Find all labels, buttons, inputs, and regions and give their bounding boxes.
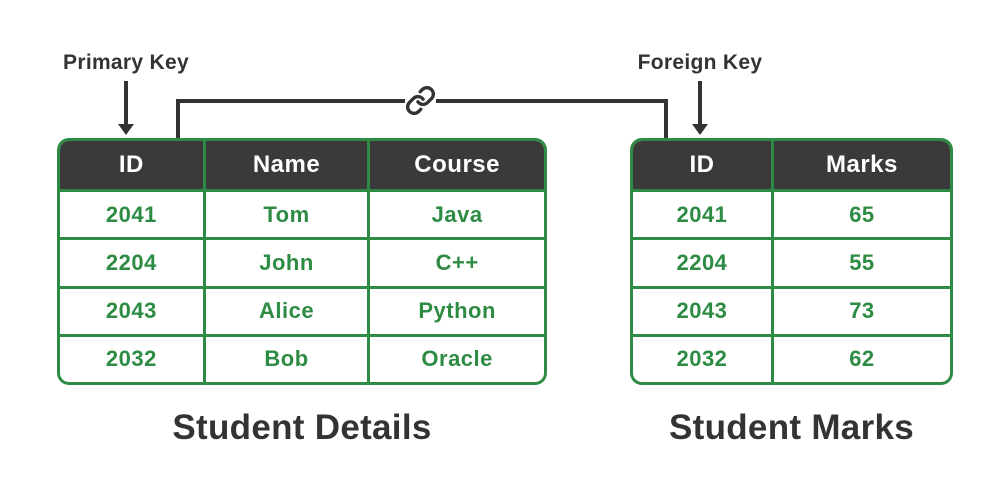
column-header: ID — [633, 141, 771, 190]
table-cell: 65 — [770, 189, 950, 238]
table-cell: 2204 — [633, 237, 771, 285]
foreign-key-label: Foreign Key — [637, 51, 763, 74]
primary-key-label: Primary Key — [63, 51, 189, 74]
table-cell: Java — [367, 189, 544, 238]
table-cell: Bob — [202, 333, 368, 382]
table-cell: 2043 — [633, 285, 771, 334]
table-cell: Python — [367, 285, 544, 334]
column-header: Name — [202, 141, 368, 190]
student-details-table: ID Name Course 2041 Tom Java 2204 John C… — [57, 138, 547, 385]
table-cell: 2204 — [60, 237, 203, 285]
table-cell: 73 — [770, 285, 950, 334]
column-header: Marks — [770, 141, 950, 190]
connector-right-horizontal — [436, 99, 668, 103]
chain-link-icon — [405, 85, 436, 116]
student-details-title: Student Details — [172, 408, 432, 447]
connector-right-vertical — [664, 99, 668, 138]
student-marks-table: ID Marks 2041 65 2204 55 2043 73 2032 62 — [630, 138, 953, 385]
primary-key-arrowhead — [118, 124, 134, 135]
table-cell: 2041 — [633, 189, 771, 237]
table-cell: 62 — [770, 333, 950, 382]
table-cell: 2043 — [60, 285, 203, 334]
connector-left-horizontal — [176, 99, 405, 103]
column-header: Course — [367, 141, 544, 190]
table-cell: 2032 — [633, 333, 771, 382]
student-marks-title: Student Marks — [668, 408, 915, 447]
table-cell: Oracle — [367, 333, 544, 382]
table-cell: 2032 — [60, 333, 203, 382]
table-cell: 55 — [770, 237, 950, 286]
connector-left-vertical — [176, 99, 180, 138]
table-cell: Alice — [202, 285, 368, 334]
column-header: ID — [60, 141, 203, 190]
foreign-key-arrow — [698, 81, 702, 125]
table-cell: John — [202, 237, 368, 286]
table-cell: C++ — [367, 237, 544, 286]
table-cell: 2041 — [60, 189, 203, 237]
foreign-key-arrowhead — [692, 124, 708, 135]
primary-key-arrow — [124, 81, 128, 125]
table-cell: Tom — [202, 189, 368, 238]
